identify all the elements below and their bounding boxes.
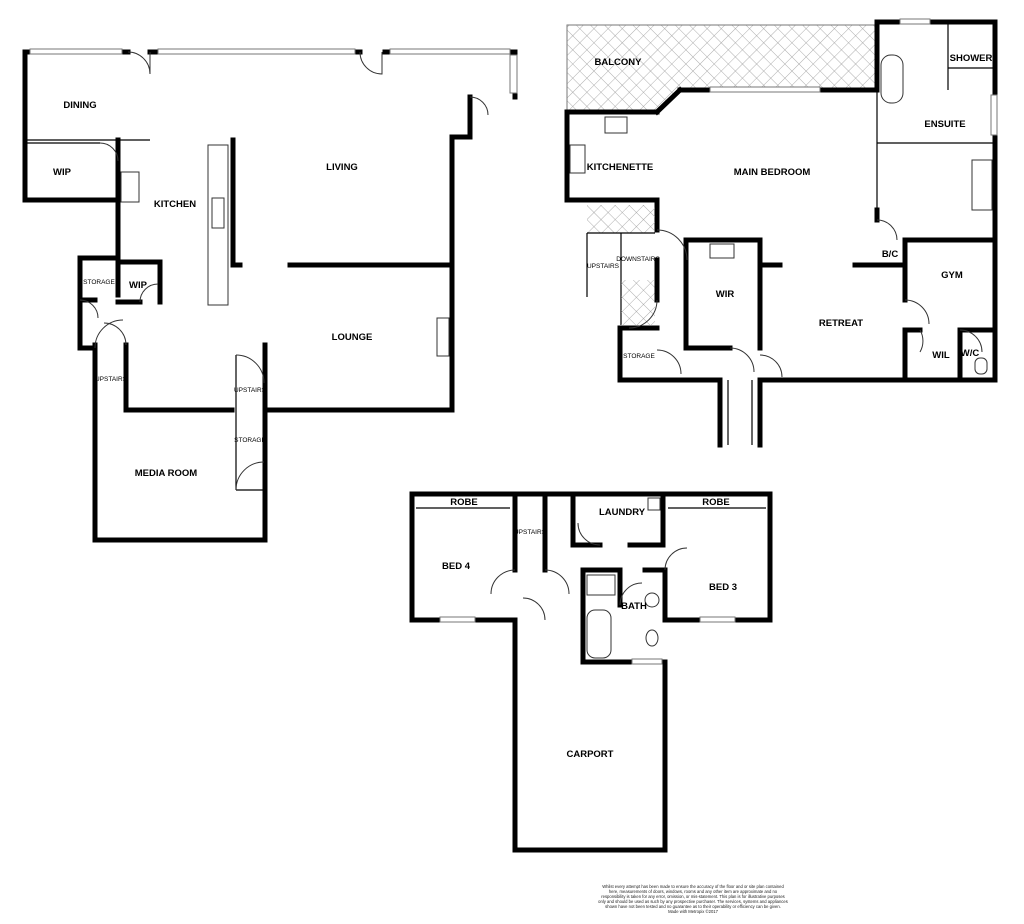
label-retreat: RETREAT bbox=[819, 318, 863, 329]
left-block bbox=[22, 48, 518, 543]
label-kitchen: KITCHEN bbox=[154, 199, 196, 210]
label-storage-upper-left: STORAGE bbox=[83, 279, 115, 286]
label-dining: DINING bbox=[63, 100, 96, 111]
disclaimer-text: Whilst every attempt has been made to en… bbox=[598, 884, 788, 914]
metropix-credit: Made with Metropix ©2017 bbox=[668, 909, 718, 914]
label-upstairs-lower: UPSTAIRS bbox=[514, 529, 547, 536]
label-wil: WIL bbox=[932, 350, 950, 361]
label-gym: GYM bbox=[941, 270, 963, 281]
label-upstairs-left: UPSTAIRS bbox=[95, 376, 128, 383]
disclaimer-body: Whilst every attempt has been made to en… bbox=[598, 884, 788, 909]
label-kitchenette: KITCHENETTE bbox=[587, 162, 654, 173]
label-storage-middle: STORAGE bbox=[234, 437, 266, 444]
label-wc: W/C bbox=[961, 348, 980, 359]
label-wip-small: WIP bbox=[129, 280, 148, 291]
label-bed3: BED 3 bbox=[709, 582, 737, 593]
label-balcony: BALCONY bbox=[595, 57, 643, 68]
label-robe-right: ROBE bbox=[702, 497, 729, 508]
label-ensuite: ENSUITE bbox=[924, 119, 965, 130]
label-storage-right: STORAGE bbox=[623, 353, 655, 360]
label-bed4: BED 4 bbox=[442, 561, 471, 572]
label-bath: BATH bbox=[621, 601, 647, 612]
label-main-bedroom: MAIN BEDROOM bbox=[734, 167, 811, 178]
label-bc: B/C bbox=[882, 249, 899, 260]
label-wip: WIP bbox=[53, 167, 72, 178]
label-upstairs-middle: UPSTAIRS bbox=[234, 387, 267, 394]
label-living: LIVING bbox=[326, 162, 358, 173]
label-wir: WIR bbox=[716, 289, 735, 300]
lower-block bbox=[409, 491, 773, 853]
label-downstairs: DOWNSTAIRS bbox=[616, 256, 660, 263]
right-block bbox=[564, 18, 998, 448]
label-robe-left: ROBE bbox=[450, 497, 477, 508]
label-shower: SHOWER bbox=[950, 53, 993, 64]
label-laundry: LAUNDRY bbox=[599, 507, 646, 518]
label-upstairs-right: UPSTAIRS bbox=[587, 263, 620, 270]
label-lounge: LOUNGE bbox=[332, 332, 373, 343]
label-media-room: MEDIA ROOM bbox=[135, 468, 198, 479]
label-carport: CARPORT bbox=[567, 749, 614, 760]
room-labels: DINING WIP KITCHEN LIVING STORAGE WIP LO… bbox=[53, 53, 992, 760]
